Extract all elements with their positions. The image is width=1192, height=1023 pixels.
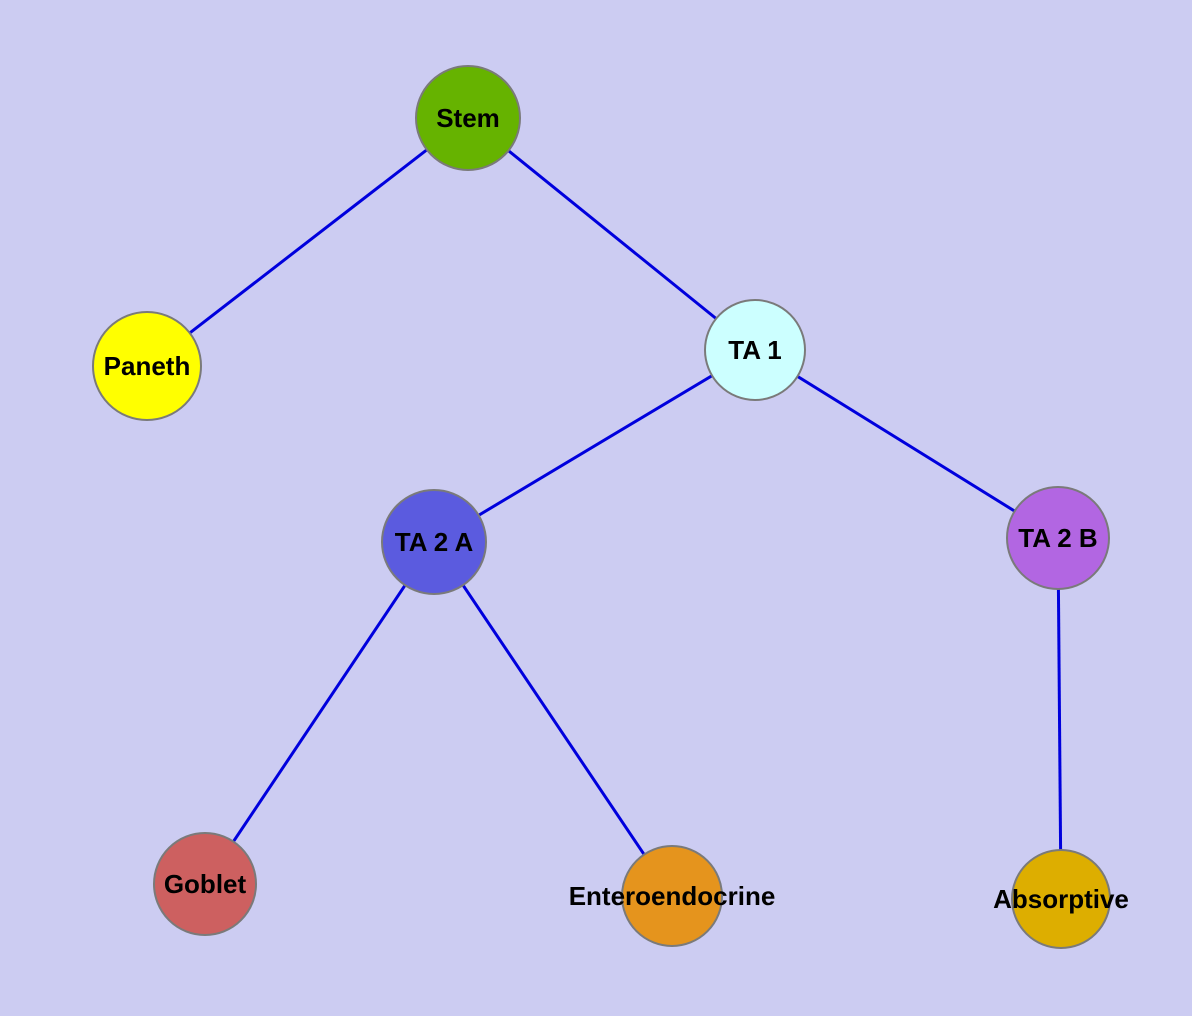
node-ta1[interactable]: TA 1 [704,299,806,401]
node-absorptive-label: Absorptive [993,884,1129,914]
edge-stem-paneth [146,116,469,368]
node-stem-label: Stem [436,103,500,133]
edge-stem-ta1 [467,116,756,352]
node-enteroendocrine-label: Enteroendocrine [568,881,776,911]
node-paneth[interactable]: Paneth [92,311,202,421]
node-absorptive[interactable]: Absorptive [993,849,1129,949]
edge-ta2a-enteroendocrine [432,541,674,897]
node-goblet-label: Goblet [163,869,247,899]
node-ta1-label: TA 1 [728,335,782,365]
node-ta2b-label: TA 2 B [1018,523,1098,553]
edge-ta1-ta2a [433,348,756,544]
edge-ta1-ta2b [754,348,1059,540]
node-paneth-label: Paneth [103,351,191,381]
node-goblet[interactable]: Goblet [153,832,257,936]
node-ta2b[interactable]: TA 2 B [1006,486,1110,590]
node-stem[interactable]: Stem [415,65,521,171]
node-ta2a-label: TA 2 A [394,527,474,557]
edge-ta2b-absorptive [1056,537,1063,900]
edge-ta2a-goblet [203,541,436,885]
node-enteroendocrine[interactable]: Enteroendocrine [569,845,775,947]
node-ta2a[interactable]: TA 2 A [381,489,487,595]
